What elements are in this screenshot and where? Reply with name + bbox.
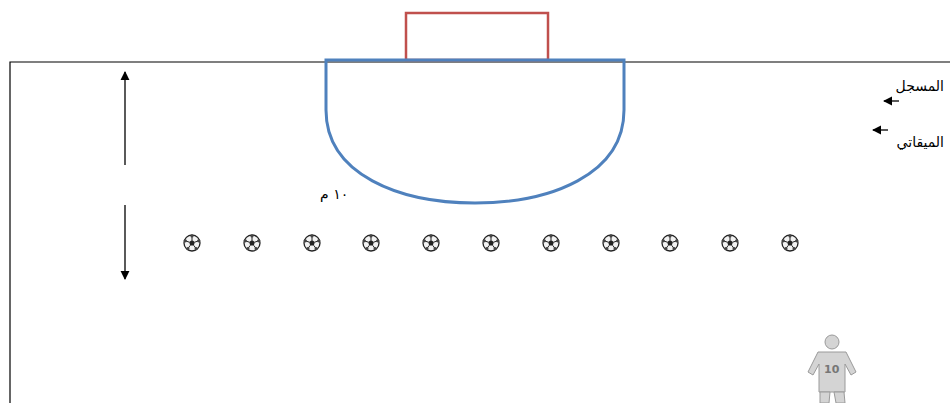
- player-figure: [808, 335, 856, 403]
- field-line: [10, 62, 950, 403]
- role-label: الميقاتي: [897, 134, 944, 151]
- pointer-arrow: [873, 129, 888, 130]
- ball-row: [184, 234, 799, 251]
- dimension-label: ١٠ م: [320, 186, 348, 203]
- role-label: المسجل: [896, 78, 944, 95]
- penalty-area: [326, 60, 624, 203]
- goal: [406, 13, 548, 60]
- dimension-arrow: [124, 72, 125, 165]
- jersey-number: 10: [824, 363, 839, 376]
- pointer-arrow: [884, 100, 899, 101]
- dimension-arrow: [124, 205, 125, 279]
